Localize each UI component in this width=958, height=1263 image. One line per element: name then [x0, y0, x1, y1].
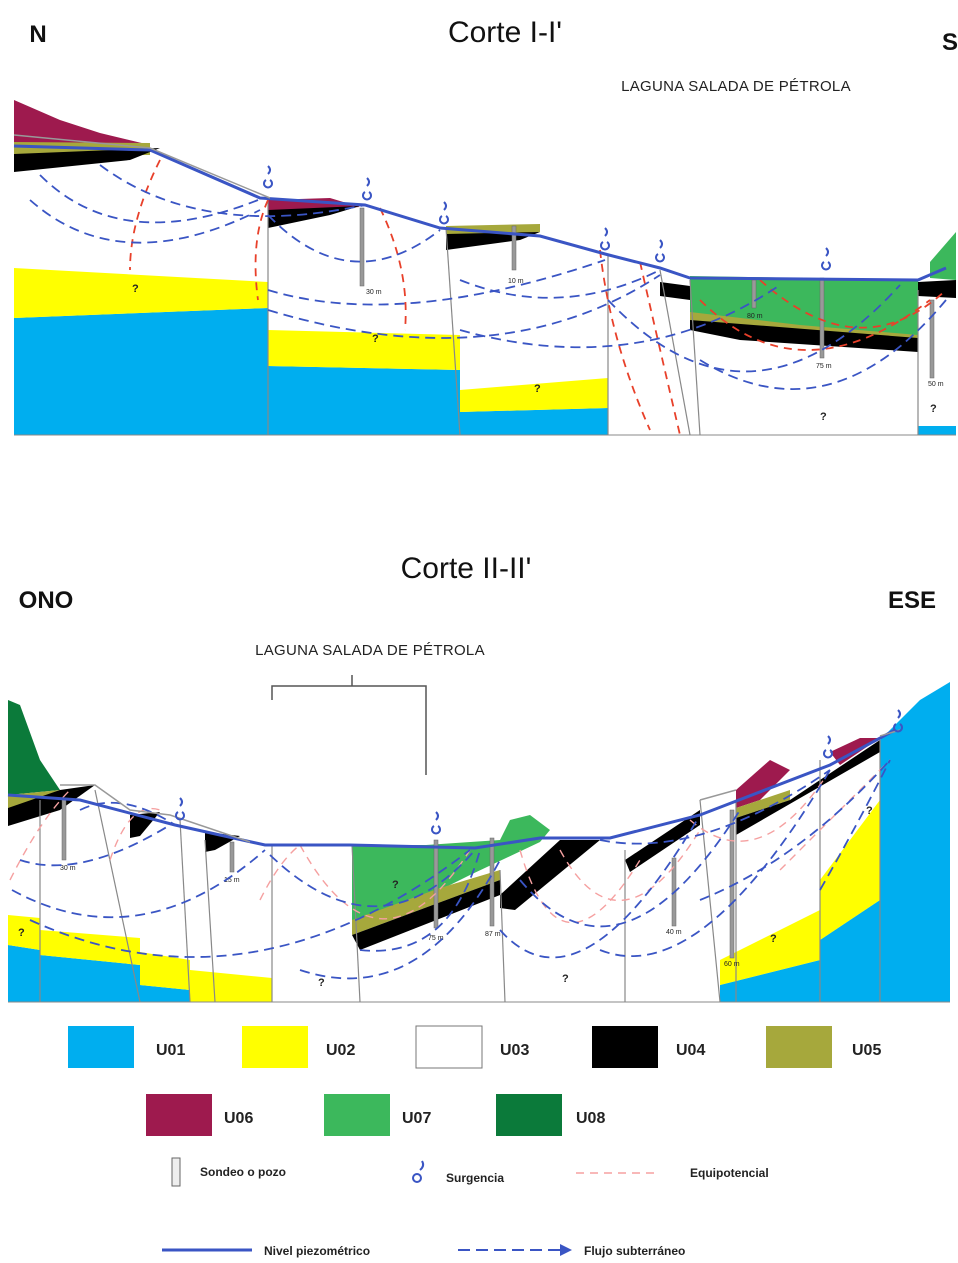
section-2-groundwater-flow	[11, 759, 891, 980]
section-2-depth-label: 87 m	[485, 931, 501, 938]
section-1-unit-u07-b	[930, 232, 956, 280]
legend-label-u04: U04	[676, 1042, 705, 1059]
legend-label-borehole: Sondeo o pozo	[200, 1165, 286, 1179]
section-1-depth-label: 30 m	[366, 289, 382, 296]
legend-item-flow: Flujo subterráneo	[458, 1244, 685, 1258]
legend-item-u04: U04	[592, 1026, 705, 1068]
section-1-unit-u01	[14, 308, 956, 435]
section-2-depth-label: 40 m	[666, 929, 682, 936]
section-2-lake-label: LAGUNA SALADA DE PÉTROLA	[255, 642, 485, 659]
section-1-title: Corte I-I'	[448, 16, 562, 49]
section-2-unit-u02	[8, 800, 880, 1002]
section-2-unit-u04	[8, 740, 880, 950]
flow-arrow-icon	[560, 1244, 572, 1256]
section-2-direction-left: ONO	[19, 587, 74, 614]
section-2-faults	[39, 740, 881, 1003]
section-2-depth-label: 60 m	[724, 961, 740, 968]
legend-swatch-u03	[415, 1025, 483, 1069]
section-2-springs	[175, 709, 903, 835]
section-1-springs	[263, 165, 831, 271]
section-1-depth-label: 80 m	[747, 313, 763, 320]
section-1-direction-left: N	[29, 21, 46, 48]
legend-item-borehole: Sondeo o pozo	[171, 1157, 286, 1187]
section-1-direction-right: S	[942, 29, 958, 56]
legend-label-spring: Surgencia	[446, 1171, 504, 1185]
section-1-unit-u06	[14, 100, 150, 145]
legend-label-u02: U02	[326, 1042, 355, 1059]
section-1-piezometric-level	[13, 144, 947, 282]
legend-item-u06: U06	[146, 1094, 253, 1136]
borehole-icon	[171, 1157, 181, 1187]
legend-label-u07: U07	[402, 1110, 431, 1127]
section-2-depth-label: 75 m	[428, 935, 444, 942]
legend-item-u01: U01	[68, 1026, 185, 1068]
section-1-depth-label: 10 m	[508, 278, 524, 285]
cross-section-1: Corte I-I' N S LAGUNA SALADA DE PÉTROLA	[13, 16, 958, 436]
section-2-unit-u01	[8, 682, 950, 1002]
section-1-boreholes	[359, 207, 935, 379]
section-1-unit-u02	[14, 268, 608, 412]
legend-item-u07: U07	[324, 1094, 431, 1136]
legend-item-equipotential: Equipotencial	[576, 1166, 769, 1180]
legend-swatch-u07	[324, 1094, 390, 1136]
legend-item-u08: U08	[496, 1094, 605, 1136]
section-1-unknown-marker: ?	[132, 283, 139, 295]
section-2-piezometric-level	[7, 728, 896, 850]
section-1-depth-label: 75 m	[816, 363, 832, 370]
section-2-unknown-marker: ?	[18, 927, 25, 939]
legend-label-u03: U03	[500, 1042, 529, 1059]
section-1-unit-u07	[690, 276, 918, 335]
legend-swatch-u06	[146, 1094, 212, 1136]
legend-label-u08: U08	[576, 1110, 605, 1127]
section-2-depth-label: 30 m	[60, 865, 76, 872]
legend-swatch-u05	[766, 1026, 832, 1068]
legend-label-piezometric: Nivel piezométrico	[264, 1244, 370, 1258]
legend-item-spring: Surgencia	[412, 1160, 504, 1185]
section-1-lake-label: LAGUNA SALADA DE PÉTROLA	[621, 78, 851, 95]
section-1-equipotentials	[129, 159, 947, 436]
section-2-unknown-marker: ?	[866, 805, 873, 817]
cross-section-2: Corte II-II' ONO ESE LAGUNA SALADA DE PÉ…	[7, 552, 950, 1003]
section-2-unit-u08	[8, 700, 60, 795]
section-2-direction-right: ESE	[888, 587, 936, 614]
section-1-unknown-marker: ?	[820, 411, 827, 423]
legend-swatch-u01	[68, 1026, 134, 1068]
section-2-depth-label: 15 m	[224, 877, 240, 884]
section-2-lake-bracket	[271, 675, 427, 775]
legend-label-equipotential: Equipotencial	[690, 1166, 769, 1180]
legend-swatch-u04	[592, 1026, 658, 1068]
legend-swatch-u08	[496, 1094, 562, 1136]
legend-item-u05: U05	[766, 1026, 881, 1068]
section-2-unknown-marker: ?	[562, 973, 569, 985]
legend-label-u05: U05	[852, 1042, 881, 1059]
section-2-equipotentials	[9, 759, 891, 924]
section-1-unknown-marker: ?	[930, 403, 937, 415]
section-1-unknown-marker: ?	[372, 333, 379, 345]
legend-item-u02: U02	[242, 1026, 355, 1068]
section-1-unknown-marker: ?	[534, 383, 541, 395]
section-1-unit-u04	[14, 148, 956, 352]
section-2-unknown-marker: ?	[770, 933, 777, 945]
legend-swatch-u02	[242, 1026, 308, 1068]
section-2-unknown-marker: ?	[318, 977, 325, 989]
spring-icon	[412, 1160, 425, 1183]
legend-label-u06: U06	[224, 1110, 253, 1127]
legend-item-u03: U03	[415, 1025, 529, 1069]
section-1-topography	[13, 134, 271, 199]
section-1-depth-label: 50 m	[928, 381, 944, 388]
legend-label-flow: Flujo subterráneo	[584, 1244, 685, 1258]
section-1-groundwater-flow	[29, 164, 947, 390]
section-2-unit-u07	[352, 815, 550, 925]
legend-item-piezometric: Nivel piezométrico	[162, 1244, 370, 1258]
section-2-title: Corte II-II'	[401, 552, 532, 585]
section-2-unknown-marker: ?	[392, 879, 399, 891]
legend: U01 U02 U03 U04 U05 U06 U07 U08	[68, 1025, 881, 1258]
legend-label-u01: U01	[156, 1042, 185, 1059]
